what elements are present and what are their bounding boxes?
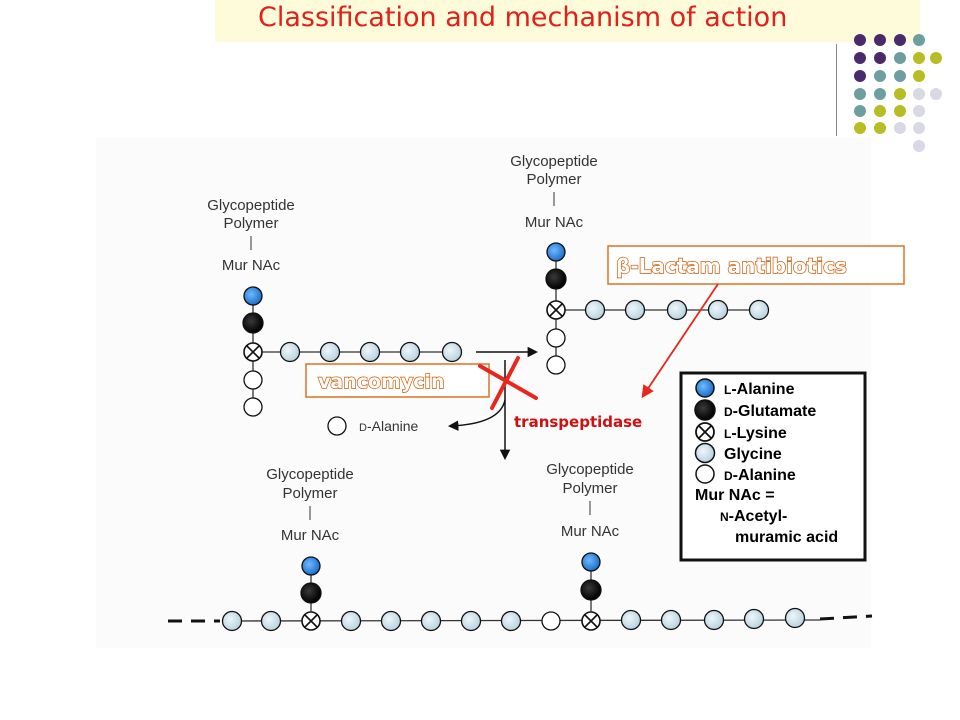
murnac-label: Mur NAc xyxy=(561,523,620,540)
glycine-node xyxy=(279,341,301,363)
svg-text:D-Alanine: D-Alanine xyxy=(724,467,796,484)
svg-text:L-Lysine: L-Lysine xyxy=(724,425,787,442)
svg-text:D-Glutamate: D-Glutamate xyxy=(724,403,816,420)
l-alanine-symbol-icon xyxy=(695,378,715,398)
legend-item-glycine: Glycine xyxy=(694,442,782,464)
cross-linked-chain xyxy=(168,607,873,632)
vancomycin-label: vancomycin xyxy=(318,371,445,393)
svg-text:Glycine: Glycine xyxy=(724,446,782,463)
d-glutamate-symbol-icon xyxy=(694,399,716,421)
polymer-label-line1: Glycopeptide xyxy=(510,153,598,170)
inhibition-x-icon xyxy=(478,356,538,410)
decorative-dot-grid xyxy=(854,34,942,152)
glycine-node xyxy=(660,609,682,631)
l-lysine-symbol-icon xyxy=(695,422,715,442)
legend-item-d-alanine: D-Alanine xyxy=(695,464,796,484)
glycine-node xyxy=(707,299,729,321)
glycine-node xyxy=(420,610,442,632)
l-alanine-node xyxy=(301,556,321,576)
svg-text:N-Acetyl-: N-Acetyl- xyxy=(720,508,787,525)
released-d-alanine: D-Alanine xyxy=(327,416,419,436)
polymer-unit-top-right: Glycopeptide Polymer Mur NAc xyxy=(510,153,770,375)
legend-item-l-alanine: L-Alanine xyxy=(695,378,795,398)
glycine-node xyxy=(620,609,642,631)
polymer-unit-bottom-right: Glycopeptide Polymer Mur NAc xyxy=(546,461,634,612)
glycine-node xyxy=(380,610,402,632)
l-alanine-node xyxy=(243,286,263,306)
murnac-label: Mur NAc xyxy=(281,527,340,544)
d-glutamate-node xyxy=(580,579,602,601)
glycine-node xyxy=(460,610,482,632)
decorative-divider xyxy=(836,44,837,136)
glycine-node xyxy=(399,341,421,363)
transpeptidase-label: transpeptidase xyxy=(514,413,642,431)
vancomycin-inhibition: vancomycin xyxy=(305,356,538,410)
glycine-node xyxy=(624,299,646,321)
glycine-node xyxy=(319,341,341,363)
polymer-label-line2: Polymer xyxy=(526,171,581,188)
legend-murnac-definition: Mur NAc = N-Acetyl- muramic acid xyxy=(695,487,838,546)
polymer-label-line1: Glycopeptide xyxy=(207,197,295,214)
d-alanine-node xyxy=(327,416,347,436)
polymer-label-line2: Polymer xyxy=(282,485,337,502)
d-glutamate-node xyxy=(242,312,264,334)
glycine-node xyxy=(221,610,243,632)
glycine-node xyxy=(784,607,806,629)
svg-text:Mur NAc =: Mur NAc = xyxy=(695,487,775,504)
murnac-label: Mur NAc xyxy=(222,257,281,274)
d-alanine-label: D-Alanine xyxy=(359,418,419,434)
glycine-node xyxy=(359,341,381,363)
glycine-node xyxy=(441,341,463,363)
beta-lactam-label: β-Lactam antibiotics xyxy=(616,254,847,278)
glycine-node xyxy=(500,610,522,632)
reaction-arrows xyxy=(447,346,539,461)
polymer-label-line1: Glycopeptide xyxy=(546,461,634,478)
d-alanine-node xyxy=(541,611,561,631)
d-alanine-node xyxy=(243,397,263,417)
polymer-label-line1: Glycopeptide xyxy=(266,466,354,483)
d-alanine-symbol-icon xyxy=(695,464,715,484)
l-lysine-node xyxy=(301,611,321,631)
glycine-node xyxy=(743,608,765,630)
legend-item-l-lysine: L-Lysine xyxy=(695,422,787,442)
inhibition-arrow xyxy=(641,283,719,399)
beta-lactam-inhibition: β-Lactam antibiotics xyxy=(607,245,905,399)
polymer-unit-bottom-left: Glycopeptide Polymer Mur NAc xyxy=(266,466,354,612)
polymer-label-line2: Polymer xyxy=(223,215,278,232)
glycine-node xyxy=(584,299,606,321)
l-alanine-node xyxy=(546,242,566,262)
d-alanine-node xyxy=(546,355,566,375)
glycine-node xyxy=(748,299,770,321)
d-alanine-node xyxy=(243,370,263,390)
glycine-node xyxy=(340,610,362,632)
legend-item-d-glutamate: D-Glutamate xyxy=(694,399,816,421)
d-alanine-node xyxy=(546,328,566,348)
title-bar xyxy=(215,0,920,42)
polymer-label-line2: Polymer xyxy=(562,480,617,497)
l-lysine-node xyxy=(546,300,566,320)
slide-title: Classification and mechanism of action xyxy=(258,2,788,33)
glycine-node xyxy=(703,609,725,631)
l-lysine-node xyxy=(243,342,263,362)
glycine-symbol-icon xyxy=(694,442,716,464)
d-glutamate-node xyxy=(545,268,567,290)
murnac-label: Mur NAc xyxy=(525,214,584,231)
svg-text:muramic acid: muramic acid xyxy=(735,529,838,546)
svg-text:L-Alanine: L-Alanine xyxy=(724,381,795,398)
l-lysine-node xyxy=(581,611,601,631)
d-glutamate-node xyxy=(300,582,322,604)
glycine-node xyxy=(260,610,282,632)
glycine-node xyxy=(666,299,688,321)
l-alanine-node xyxy=(581,552,601,572)
legend-box: L-Alanine D-Glutamate L-Lysine Glycine D… xyxy=(679,371,867,562)
polymer-unit-top-left: Glycopeptide Polymer Mur NAc xyxy=(207,197,463,417)
